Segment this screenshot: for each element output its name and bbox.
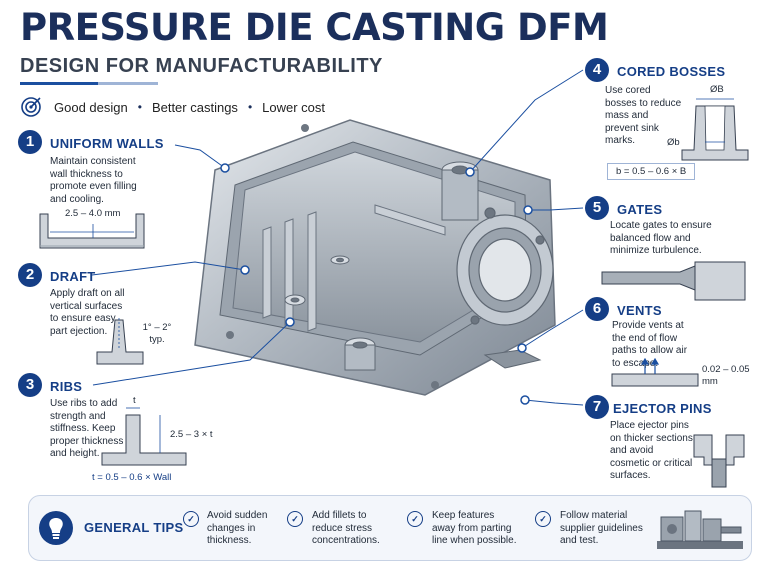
ejector-pin-diagram	[693, 434, 745, 488]
section-heading: RIBS	[50, 379, 83, 394]
lightbulb-icon	[39, 511, 73, 545]
boss-outer-diameter-label: ØB	[710, 84, 724, 95]
section-number: 2	[18, 263, 42, 287]
tip-item: Follow material supplier guidelines and …	[560, 510, 643, 546]
section-text: Use cored bosses to reduce mass and prev…	[605, 85, 682, 146]
section-text: Apply draft on all vertical surfaces to …	[50, 288, 125, 337]
section-text: Locate gates to ensure balanced flow and…	[610, 220, 712, 256]
section-text: Use ribs to add strength and stiffness. …	[50, 398, 124, 459]
rib-formula: t = 0.5 – 0.6 × Wall	[92, 472, 172, 483]
section-heading: EJECTOR PINS	[613, 401, 712, 416]
title-underline-light	[98, 82, 158, 85]
tagline-item: Better castings	[151, 99, 238, 115]
general-tips-heading: GENERAL TIPS	[84, 520, 184, 535]
rib-height-note: 2.5 – 3 × t	[170, 429, 213, 440]
title-underline	[20, 82, 98, 85]
section-number: 6	[585, 297, 609, 321]
tip-item: Add fillets to reduce stress concentrati…	[312, 510, 380, 546]
draft-diagram	[96, 318, 144, 365]
bullet-icon: •	[137, 100, 142, 114]
tagline: Good design • Better castings • Lower co…	[20, 96, 325, 118]
page-title: PRESSURE DIE CASTING DFM	[20, 6, 609, 49]
section-heading: DRAFT	[50, 269, 96, 284]
section-text: Provide vents at the end of flow paths t…	[612, 320, 688, 369]
check-icon: ✓	[183, 511, 199, 527]
die-casting-machine-icon	[657, 510, 743, 549]
page-subtitle: DESIGN FOR MANUFACTURABILITY	[20, 55, 383, 77]
target-icon	[21, 97, 41, 117]
tagline-item: Good design	[54, 99, 128, 115]
section-heading: GATES	[617, 202, 663, 217]
check-icon: ✓	[287, 511, 303, 527]
section-text: Place ejector pins on thicker sections a…	[610, 420, 693, 481]
section-number: 3	[18, 373, 42, 397]
rib-diagram	[101, 407, 187, 466]
uniform-wall-diagram	[39, 213, 145, 249]
section-number: 1	[18, 130, 42, 154]
tagline-item: Lower cost	[262, 99, 326, 115]
section-heading: UNIFORM WALLS	[50, 136, 164, 151]
tip-item: Avoid sudden changes in thickness.	[207, 510, 268, 546]
general-tips-panel	[28, 495, 752, 561]
vent-diagram	[611, 358, 699, 387]
vent-depth-note: 0.02 – 0.05 mm	[702, 364, 750, 387]
cored-boss-diagram	[681, 98, 749, 161]
section-heading: VENTS	[617, 303, 662, 318]
rib-thickness-label: t	[133, 395, 136, 406]
check-icon: ✓	[535, 511, 551, 527]
bullet-icon: •	[247, 100, 253, 114]
gate-diagram	[601, 261, 746, 301]
boss-formula: b = 0.5 – 0.6 × B	[607, 163, 696, 180]
tip-item: Keep features away from parting line whe…	[432, 510, 517, 546]
section-number: 5	[585, 196, 609, 220]
section-number: 7	[585, 395, 609, 419]
section-text: Maintain consistent wall thickness to pr…	[50, 156, 137, 205]
wall-thickness-note: 2.5 – 4.0 mm	[65, 208, 121, 219]
boss-inner-diameter-label: Øb	[667, 137, 680, 148]
check-icon: ✓	[407, 511, 423, 527]
draft-angle-note: 1° – 2° typ.	[142, 322, 172, 345]
section-number: 4	[585, 58, 609, 82]
section-heading: CORED BOSSES	[617, 64, 726, 79]
